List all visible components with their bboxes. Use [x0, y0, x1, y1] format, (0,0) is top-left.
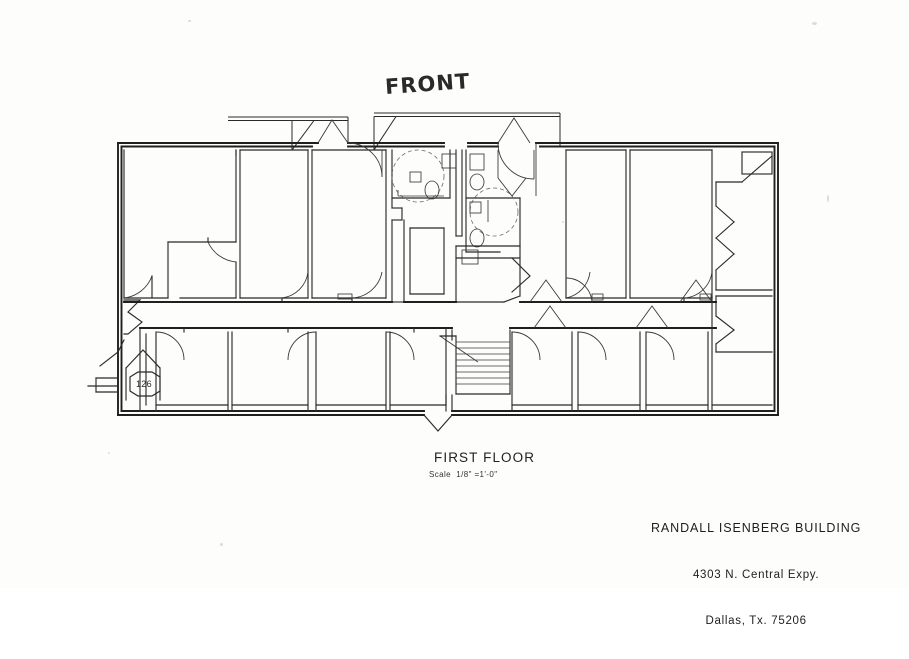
corridor-walls — [123, 301, 717, 329]
upper-office-row — [123, 149, 713, 303]
toilet-west — [424, 180, 440, 200]
front-canopy-left — [228, 116, 349, 151]
scan-speck — [220, 543, 223, 546]
mop-sink — [461, 249, 479, 265]
title-block-city: Dallas, Tx. 75206 — [705, 614, 807, 627]
floor-plan-drawing: .w { fill:none; stroke:#1f1f1f; stroke-w… — [87, 112, 779, 432]
scale-note: Scale 1/8" =1'-0" — [429, 470, 498, 479]
building-envelope — [117, 142, 779, 416]
front-canopy-right — [373, 112, 561, 151]
fixture-ne — [469, 153, 485, 171]
toilet-east-b — [469, 228, 485, 248]
scan-speck — [812, 22, 817, 25]
toilet-east-a — [469, 173, 485, 191]
lower-office-row — [139, 295, 773, 412]
scan-speck — [188, 20, 191, 22]
west-angled-wall — [99, 299, 143, 367]
east-angled-wall — [715, 151, 773, 353]
drawing-sheet: .w { fill:none; stroke:#1f1f1f; stroke-w… — [87, 20, 861, 627]
restroom-core — [391, 149, 531, 303]
lavatory-west — [409, 171, 422, 183]
stair — [439, 327, 511, 395]
scan-speck — [108, 452, 110, 454]
title-block: RANDALL ISENBERG BUILDING 4303 N. Centra… — [651, 490, 861, 659]
ne-closet — [741, 151, 773, 175]
turning-radius-west — [391, 149, 445, 203]
rear-exit-door — [423, 394, 453, 432]
fixture-nw — [441, 153, 457, 169]
west-side-entry — [87, 349, 161, 401]
lavatory-east — [469, 201, 482, 214]
turning-radius-east — [469, 187, 519, 237]
title-block-street: 4303 N. Central Expy. — [692, 569, 820, 582]
scan-speck — [562, 221, 564, 223]
front-entry-doors — [317, 117, 537, 197]
corridor-door-swings — [529, 277, 713, 329]
scan-speck — [827, 195, 829, 202]
room-tag-label: 126 — [136, 379, 152, 389]
floor-plan-title: FIRST FLOOR — [434, 450, 536, 465]
title-block-building-name: RANDALL ISENBERG BUILDING — [651, 521, 862, 536]
